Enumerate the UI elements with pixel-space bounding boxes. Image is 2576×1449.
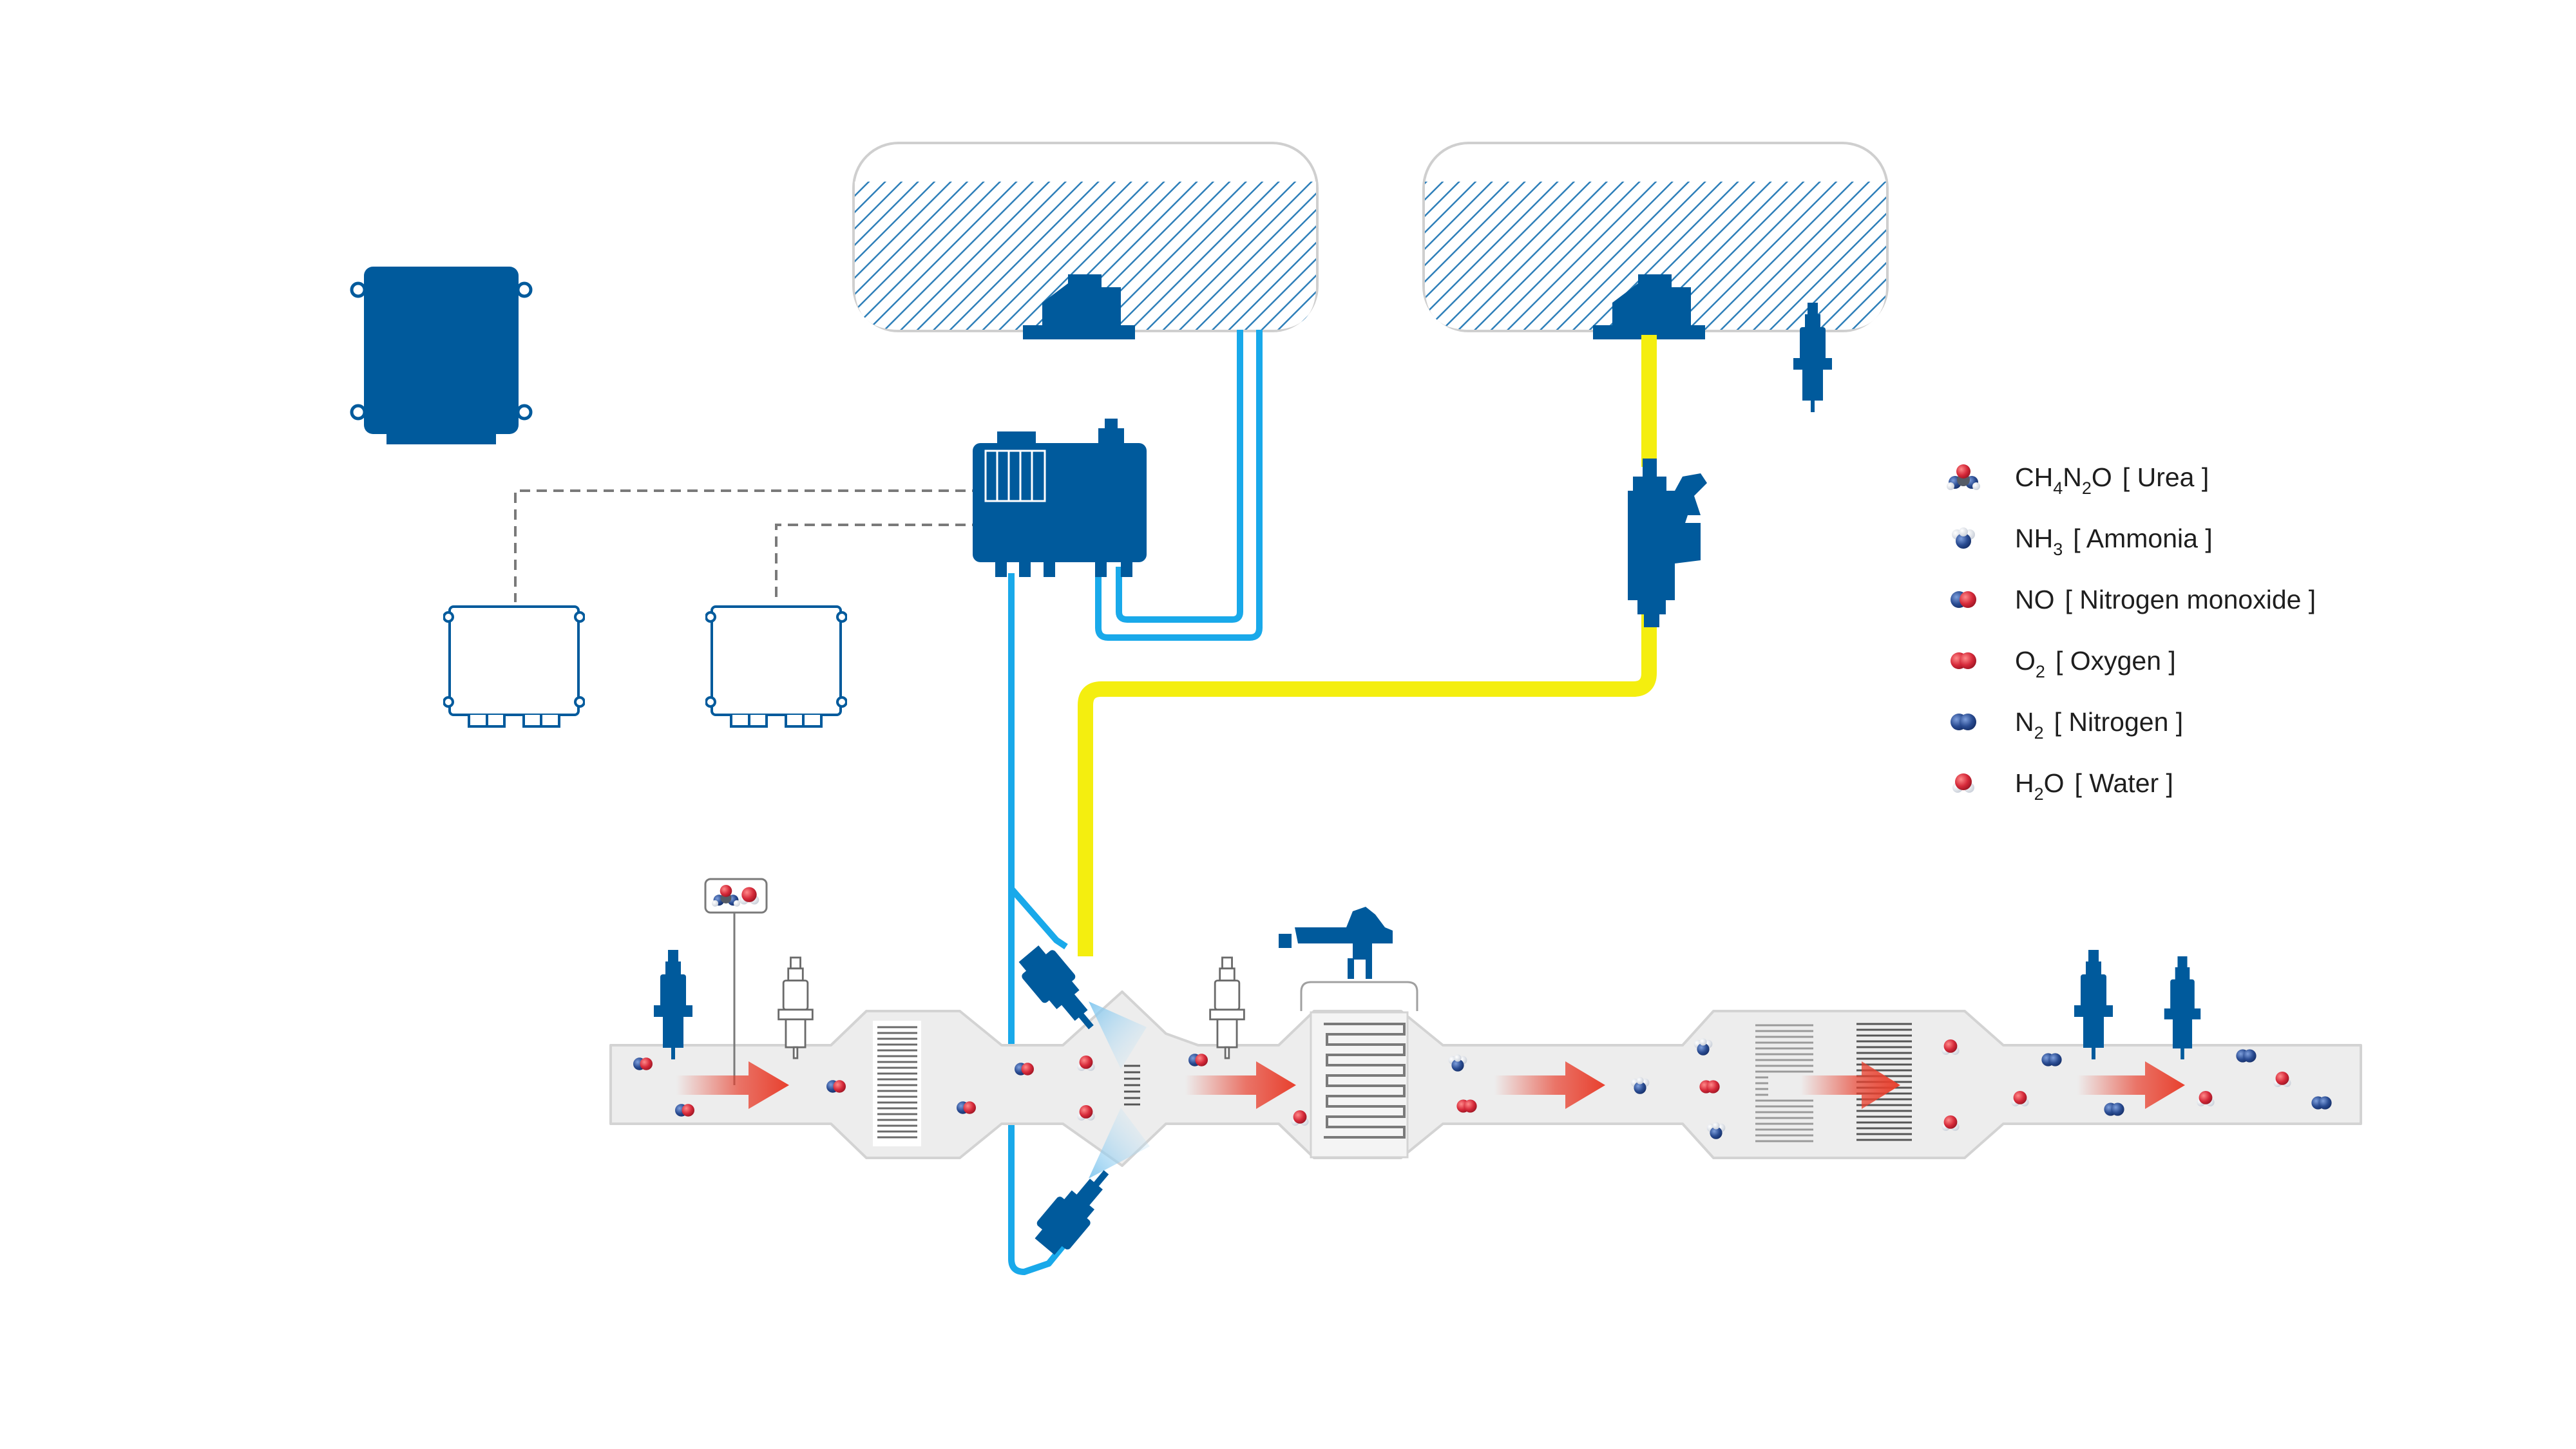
molecule-n2 xyxy=(2311,1096,2332,1110)
spray-cone-lower xyxy=(1089,1108,1150,1179)
control-lines xyxy=(514,489,982,602)
nox-sensor-outlet-1 xyxy=(2074,950,2113,1059)
tank-pump-module-2 xyxy=(1593,274,1705,339)
ammonia-molecule-icon xyxy=(1952,527,1975,549)
molecule-no xyxy=(675,1104,694,1117)
fuel-pump xyxy=(1628,459,1707,627)
differential-pressure-sensor xyxy=(1279,907,1393,979)
legend-item: NH3[ Ammonia ] xyxy=(1952,524,2213,559)
flow-arrow-4 xyxy=(1800,1061,1900,1109)
scr-catalyst-left xyxy=(1755,1024,1813,1142)
flow-arrow-3 xyxy=(1494,1061,1605,1109)
legend-item: CH4N2O[ Urea ] xyxy=(1947,462,2209,498)
sub-control-unit-2 xyxy=(705,605,847,728)
molecule-n2 xyxy=(2104,1103,2124,1116)
nitrogen-monoxide-molecule-icon xyxy=(1951,591,1976,608)
particulate-filter xyxy=(1300,981,1418,1159)
legend-item: N2[ Nitrogen ] xyxy=(1951,707,2183,743)
temperature-sensor-1 xyxy=(778,956,814,1059)
legend-name: [ Ammonia ] xyxy=(2073,524,2212,553)
exhaust-pipe xyxy=(609,990,2362,1167)
control-line-2 xyxy=(775,524,982,602)
inlet-emission-callout xyxy=(704,878,768,1085)
urea-molecule-icon xyxy=(1947,464,1980,490)
molecule-no xyxy=(1015,1063,1034,1075)
flow-arrow-5 xyxy=(2077,1061,2185,1109)
legend-formula: NH3[ Ammonia ] xyxy=(2015,524,2213,559)
molecule-o2 xyxy=(1456,1099,1477,1113)
legend-formula: H2O[ Water ] xyxy=(2015,768,2173,804)
adblue-tank xyxy=(852,142,1319,339)
injector-lower xyxy=(1027,1159,1123,1260)
sub-control-unit-1 xyxy=(443,605,585,728)
main-control-unit xyxy=(350,267,533,444)
legend-formula: CH4N2O[ Urea ] xyxy=(2015,462,2209,498)
legend-item: O2[ Oxygen ] xyxy=(1951,646,2176,681)
spray-cone-upper xyxy=(1089,1001,1147,1069)
nox-sensor-inlet xyxy=(654,950,692,1059)
oxygen-molecule-icon xyxy=(1951,652,1976,669)
adblue-lines xyxy=(1008,330,1263,1275)
fuel-tank xyxy=(1422,142,1889,412)
legend-formula: O2[ Oxygen ] xyxy=(2015,646,2176,681)
legend-name: [ Nitrogen ] xyxy=(2054,707,2184,737)
mixing-grid xyxy=(1124,1065,1140,1106)
temperature-sensor-2 xyxy=(1209,956,1245,1059)
legend-item: NO[ Nitrogen monoxide ] xyxy=(1951,585,2316,614)
flow-arrow-2 xyxy=(1185,1061,1296,1109)
molecule-no xyxy=(957,1101,976,1114)
oxidation-catalyst xyxy=(873,1021,921,1146)
legend-formula: NO[ Nitrogen monoxide ] xyxy=(2015,585,2316,614)
molecule-n2 xyxy=(2041,1053,2062,1066)
flow-arrows xyxy=(676,1061,2185,1109)
molecule-no xyxy=(1188,1054,1208,1066)
water-molecule-icon xyxy=(1952,773,1974,793)
legend-formula: N2[ Nitrogen ] xyxy=(2015,707,2183,743)
nitrogen-molecule-icon xyxy=(1951,714,1976,730)
fuel-line xyxy=(1078,335,1657,956)
scr-catalyst-right xyxy=(1856,1023,1912,1141)
control-line-1 xyxy=(514,489,982,602)
legend: CH4N2O[ Urea ] NH3[ Ammonia ] NO[ Nitrogen… xyxy=(1947,462,2316,804)
molecule-no xyxy=(826,1080,846,1093)
flow-arrow-1 xyxy=(676,1061,789,1109)
legend-name: [ Nitrogen monoxide ] xyxy=(2065,585,2316,614)
legend-name: [ Oxygen ] xyxy=(2056,646,2176,676)
legend-name: [ Water ] xyxy=(2075,768,2173,798)
molecule-no xyxy=(633,1057,653,1070)
molecule-o2 xyxy=(1699,1080,1720,1094)
tank-pump-module-1 xyxy=(1023,274,1135,339)
legend-item: H2O[ Water ] xyxy=(1952,768,2173,804)
legend-name: [ Urea ] xyxy=(2123,462,2209,492)
dosing-control-module xyxy=(973,419,1147,577)
molecule-n2 xyxy=(2236,1049,2256,1063)
